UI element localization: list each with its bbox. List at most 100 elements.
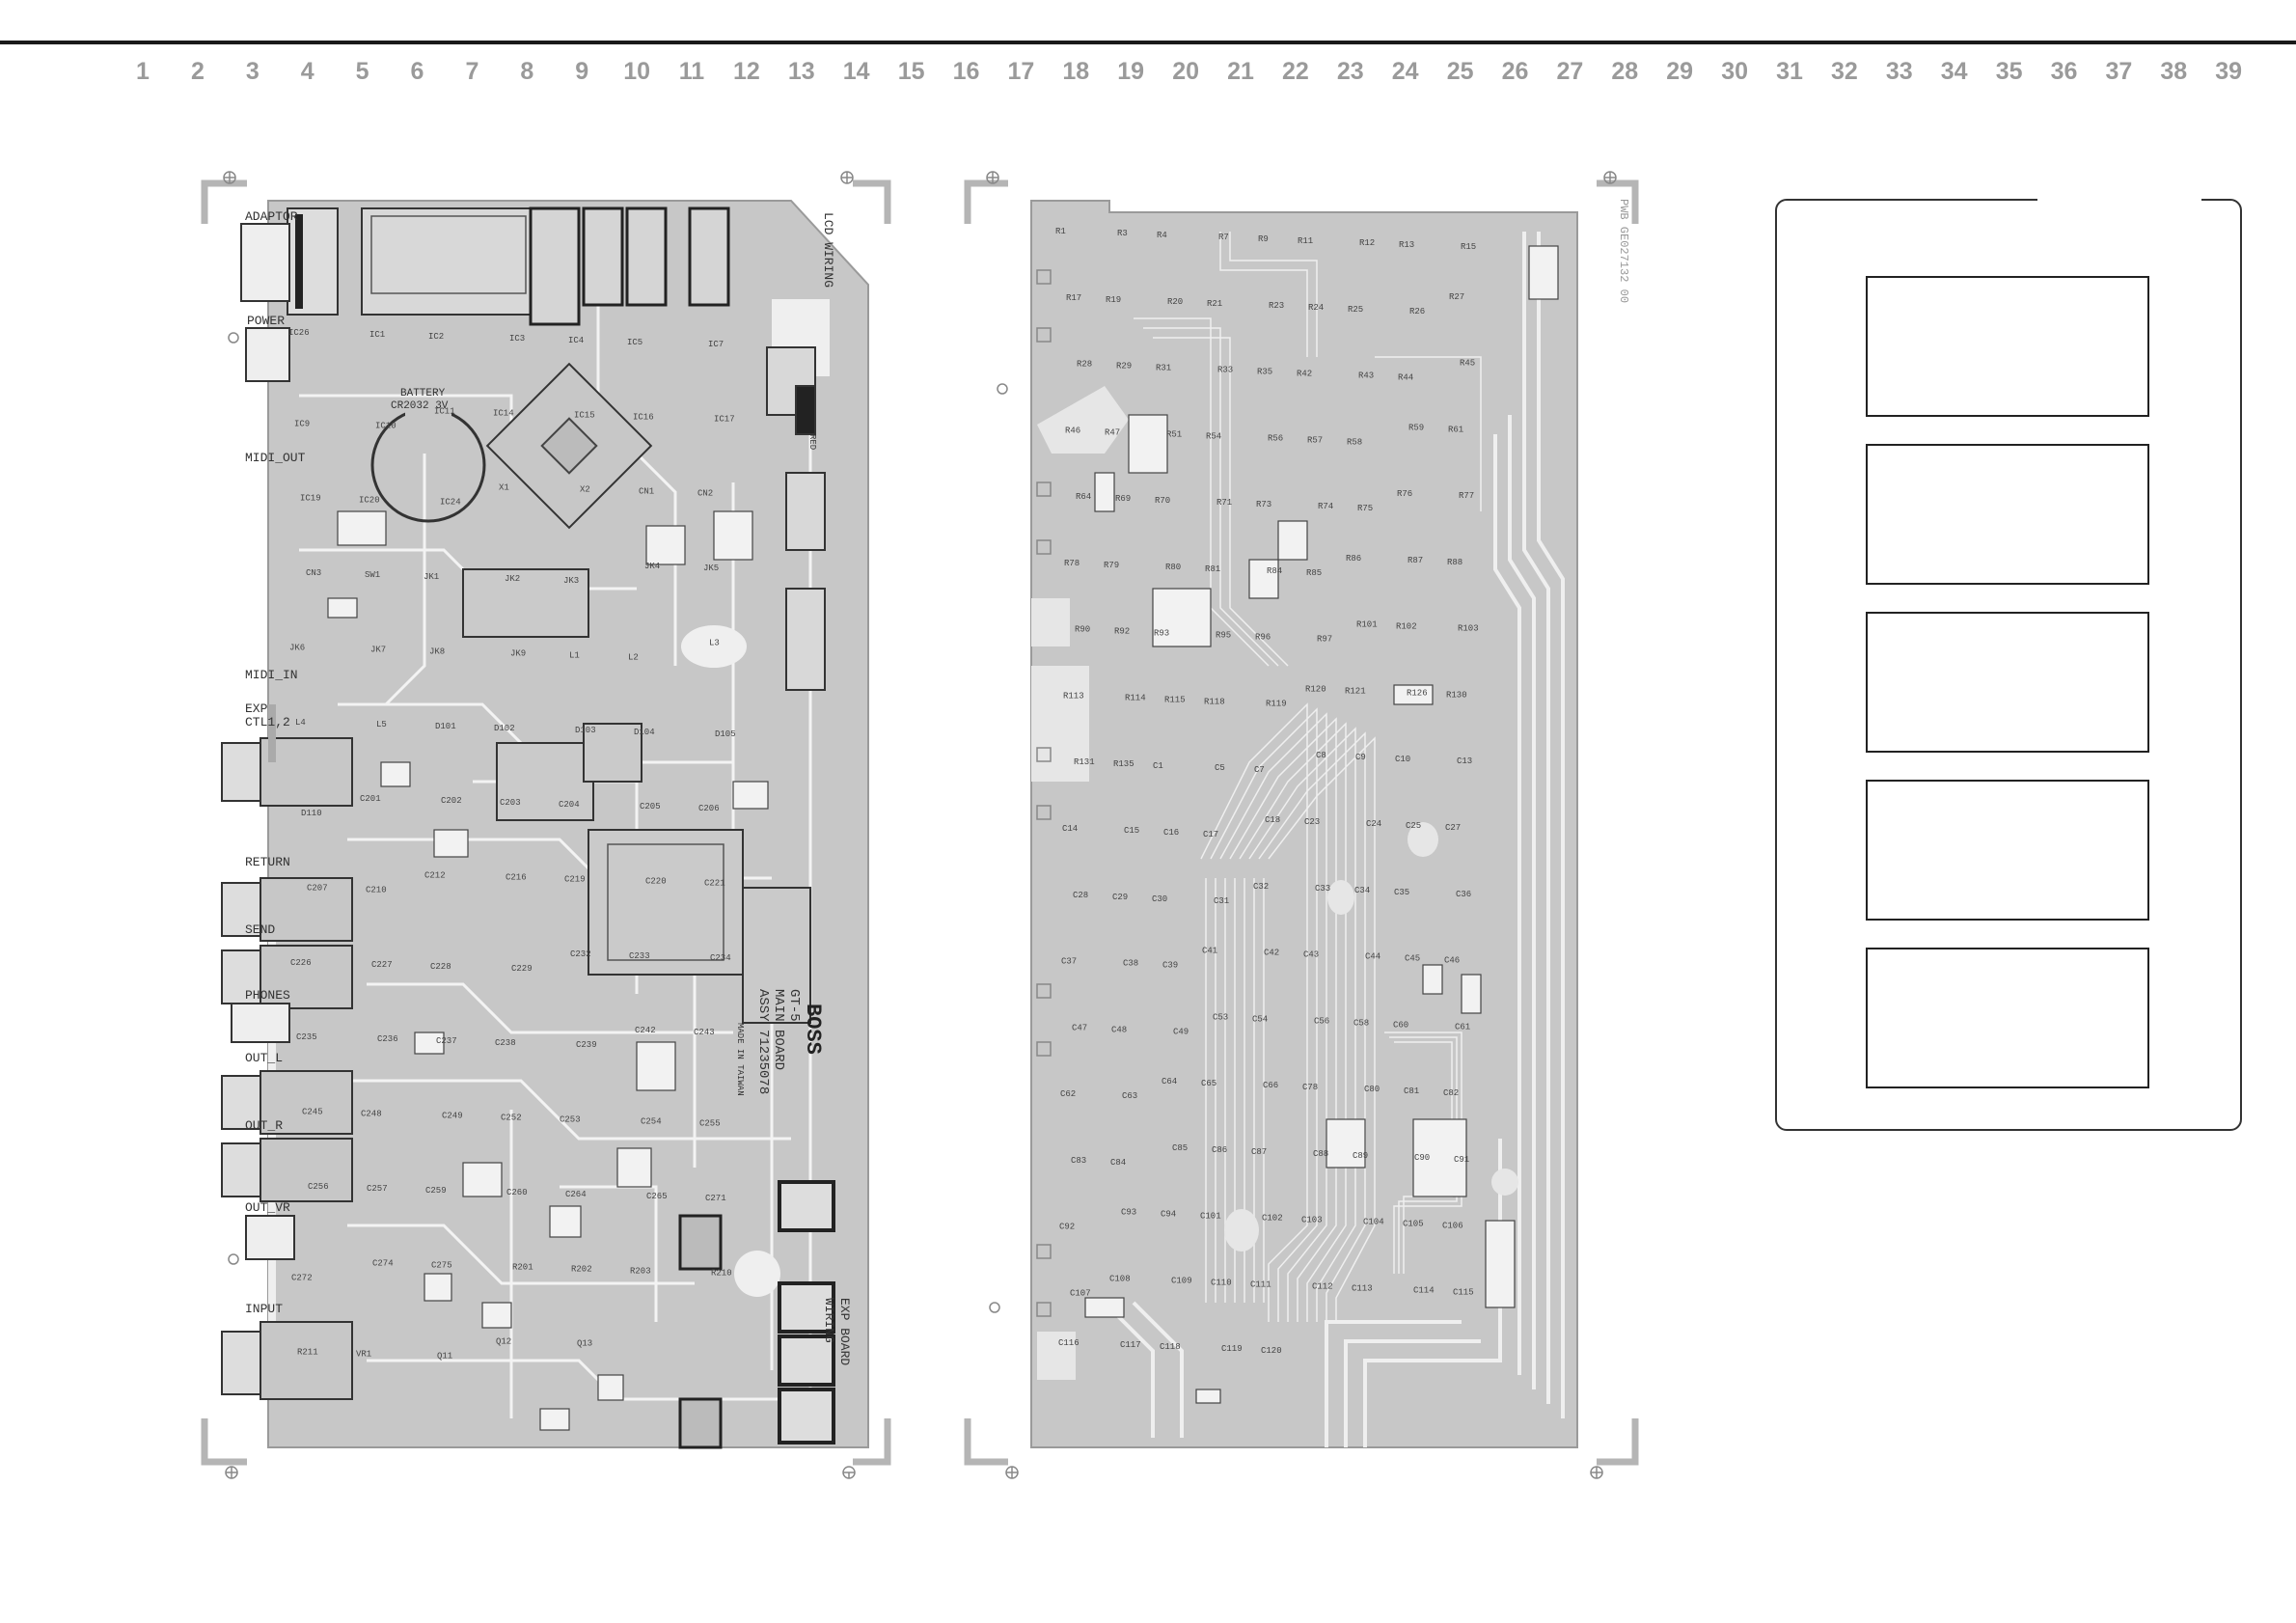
jacks xyxy=(221,223,353,1400)
ruler-number: 30 xyxy=(1721,58,1748,85)
ref-designator: C254 xyxy=(641,1117,662,1127)
ref-designator: R17 xyxy=(1066,293,1081,303)
ref-designator: C17 xyxy=(1203,830,1218,839)
ref-designator: JK3 xyxy=(563,576,579,586)
ref-designator: C34 xyxy=(1354,886,1370,895)
ref-designator: C102 xyxy=(1262,1214,1283,1224)
ref-designator: CN2 xyxy=(697,489,713,499)
ref-designator: IC19 xyxy=(300,494,321,504)
ruler-number: 7 xyxy=(465,58,479,85)
board-name-label: MAIN BOARD xyxy=(771,989,786,1070)
lcd-wiring-label: LCD WIRING xyxy=(821,212,835,288)
ref-designator: R88 xyxy=(1447,558,1462,567)
ref-designator: R26 xyxy=(1409,307,1425,316)
legend-box xyxy=(1866,948,2149,1088)
ref-designator: C265 xyxy=(646,1192,668,1201)
ref-designator: R93 xyxy=(1154,629,1169,639)
assy-label: ASSY 71235078 xyxy=(755,989,771,1094)
ruler-number: 33 xyxy=(1885,58,1913,85)
ref-designator: C259 xyxy=(425,1186,447,1196)
ref-designator: R20 xyxy=(1167,297,1183,307)
ruler-number: 4 xyxy=(300,58,314,85)
ref-designator: C111 xyxy=(1250,1279,1271,1289)
exp-wiring-label: WIRING xyxy=(822,1298,836,1343)
midi-out-label: MIDI_OUT xyxy=(245,451,306,465)
ruler-number: 15 xyxy=(897,58,925,85)
pad-squares xyxy=(1036,269,1052,1317)
ruler-number: 34 xyxy=(1940,58,1968,85)
ref-designator: C81 xyxy=(1404,1087,1419,1096)
power-label: POWER xyxy=(247,314,285,328)
ref-designator: R59 xyxy=(1408,423,1424,432)
ref-designator: C80 xyxy=(1364,1085,1380,1094)
ref-designator: R202 xyxy=(571,1264,592,1274)
ref-designator: IC3 xyxy=(509,334,525,344)
ref-designator: R9 xyxy=(1258,234,1269,244)
ref-designator: R84 xyxy=(1267,566,1282,576)
ruler-number: 5 xyxy=(355,58,369,85)
ref-designator: C66 xyxy=(1263,1081,1278,1090)
ruler-number: 12 xyxy=(732,58,760,85)
ref-designator: R19 xyxy=(1106,295,1121,305)
ref-designator: R97 xyxy=(1317,635,1332,645)
input-label: INPUT xyxy=(245,1302,283,1316)
ref-designator: C39 xyxy=(1162,961,1178,971)
ref-designator: C37 xyxy=(1061,957,1077,967)
ref-designator: C237 xyxy=(436,1036,457,1046)
ref-designator: R25 xyxy=(1348,305,1363,315)
ref-designator: C117 xyxy=(1120,1340,1141,1350)
ref-designator: C7 xyxy=(1254,765,1265,775)
ref-designator: L3 xyxy=(709,638,720,647)
ref-designator: C272 xyxy=(291,1273,313,1282)
ref-designator: IC26 xyxy=(288,328,310,338)
registration-marks xyxy=(223,171,856,1479)
ref-designator: R80 xyxy=(1165,563,1181,572)
ref-designator: C10 xyxy=(1395,755,1410,764)
ref-designator: R119 xyxy=(1266,699,1287,708)
ref-designator: R29 xyxy=(1116,362,1132,371)
ruler-number: 13 xyxy=(787,58,815,85)
ref-designator: R121 xyxy=(1345,686,1366,696)
ruler-number: 38 xyxy=(2160,58,2188,85)
ref-designator: IC14 xyxy=(493,408,514,418)
ref-designator: C47 xyxy=(1072,1023,1087,1032)
ruler-number: 25 xyxy=(1446,58,1474,85)
ref-designator: C256 xyxy=(308,1182,329,1192)
ref-designator: C207 xyxy=(307,884,328,894)
ref-designator: R21 xyxy=(1207,299,1222,309)
ref-designator: JK8 xyxy=(429,646,445,656)
battery-holder xyxy=(370,405,486,523)
ref-designator: C216 xyxy=(506,873,527,883)
ref-designator: C206 xyxy=(698,804,720,813)
ref-designator: C82 xyxy=(1443,1088,1459,1098)
ref-designator: C78 xyxy=(1302,1083,1318,1092)
ref-designator: R44 xyxy=(1398,373,1413,383)
ref-designator: R12 xyxy=(1359,238,1375,248)
ref-designator: C38 xyxy=(1123,959,1138,969)
ref-designator: R54 xyxy=(1206,431,1221,441)
ref-designator: C54 xyxy=(1252,1014,1268,1024)
ref-designator: R203 xyxy=(630,1266,651,1276)
ref-designator: R211 xyxy=(297,1348,318,1358)
ref-designator: C84 xyxy=(1110,1158,1126,1168)
ref-designator: R87 xyxy=(1408,556,1423,565)
ref-designator: R113 xyxy=(1063,691,1084,701)
ref-designator: R126 xyxy=(1407,688,1428,698)
ref-designator: C29 xyxy=(1112,893,1128,902)
ref-designator: C112 xyxy=(1312,1281,1333,1291)
ref-designator: IC2 xyxy=(428,332,444,342)
ref-designator: C63 xyxy=(1122,1091,1137,1101)
ref-designator: C103 xyxy=(1301,1216,1323,1225)
ruler-number: 23 xyxy=(1336,58,1364,85)
ref-designator: C242 xyxy=(635,1026,656,1035)
ref-designator: R75 xyxy=(1357,504,1373,513)
ruler-number: 26 xyxy=(1501,58,1529,85)
ruler-number: 19 xyxy=(1117,58,1145,85)
ref-designator: C13 xyxy=(1457,756,1472,766)
ref-designator: C275 xyxy=(431,1260,452,1270)
ref-designator: C252 xyxy=(501,1114,522,1123)
ref-designator: R96 xyxy=(1255,633,1271,643)
ref-designator: SW1 xyxy=(365,570,380,580)
ref-designator: JK5 xyxy=(703,564,719,573)
ref-designator: C233 xyxy=(629,951,650,961)
